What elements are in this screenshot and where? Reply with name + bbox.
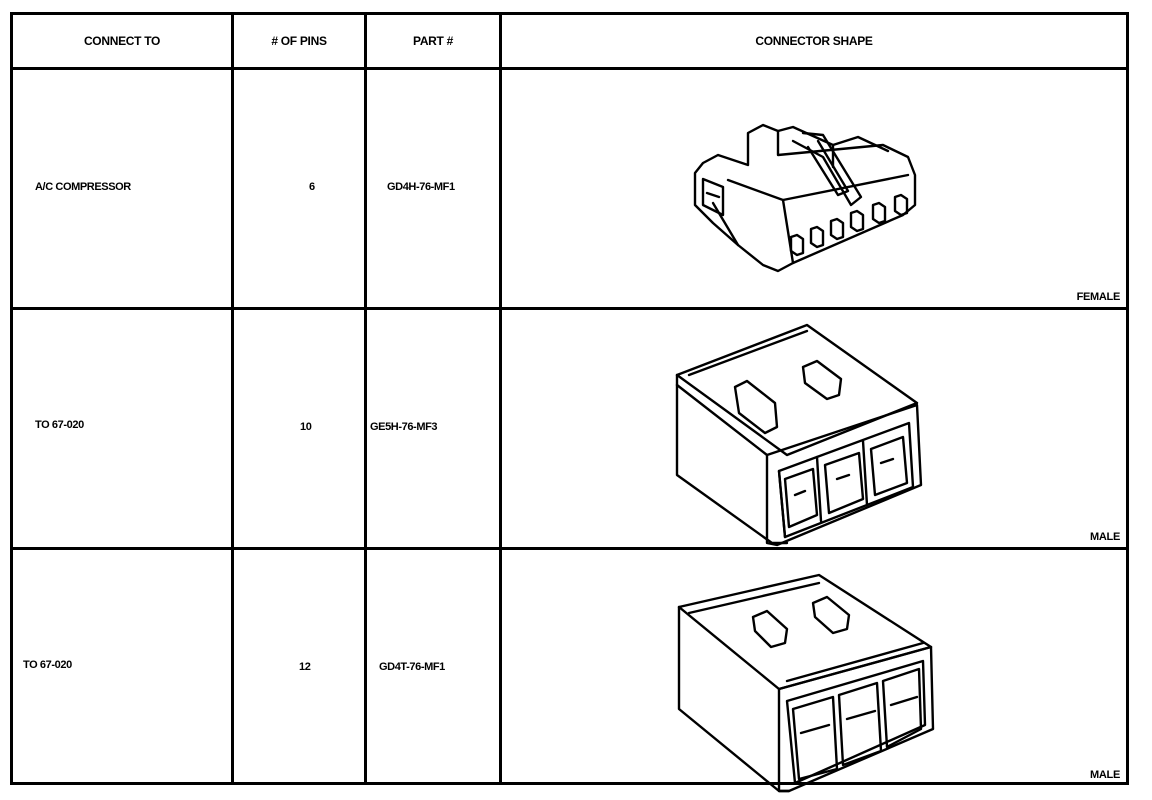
header-divider: [13, 67, 1126, 70]
row-connect-to: TO 67-020: [35, 419, 84, 431]
female-6pin-connector-icon: [693, 123, 917, 273]
row-num-pins: 10: [300, 421, 312, 433]
row-num-pins: 12: [299, 661, 311, 673]
header-part-num: PART #: [413, 34, 453, 48]
row-gender-label: MALE: [1090, 531, 1120, 543]
header-connector-shape: CONNECTOR SHAPE: [755, 34, 873, 48]
row-part-num: GE5H-76-MF3: [370, 421, 438, 433]
column-divider: [231, 15, 234, 782]
row-gender-label: FEMALE: [1076, 291, 1121, 303]
column-divider: [364, 15, 367, 782]
row-connect-to: A/C COMPRESSOR: [35, 181, 131, 193]
header-connect-to: CONNECT TO: [83, 34, 161, 48]
connector-table: CONNECT TO # OF PINS PART # CONNECTOR SH…: [10, 12, 1129, 793]
row-part-num: GD4H-76-MF1: [387, 181, 455, 193]
row-gender-label: MALE: [1090, 769, 1120, 781]
row-divider: [13, 307, 1126, 310]
row-part-num: GD4T-76-MF1: [379, 661, 445, 673]
column-divider: [499, 15, 502, 782]
row-num-pins: 6: [309, 181, 315, 193]
row-divider: [13, 547, 1126, 550]
male-10pin-connector-icon: [675, 323, 923, 547]
header-num-pins: # OF PINS: [271, 34, 327, 48]
row-connect-to: TO 67-020: [23, 659, 72, 671]
male-12pin-connector-icon: [677, 573, 935, 793]
